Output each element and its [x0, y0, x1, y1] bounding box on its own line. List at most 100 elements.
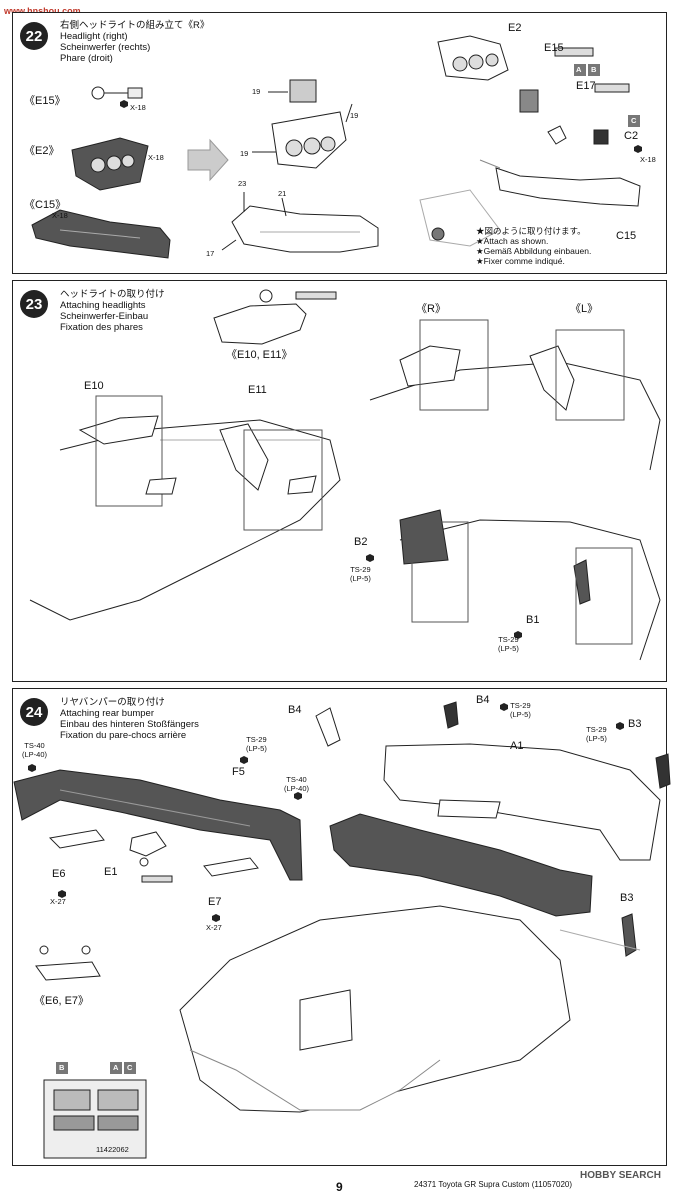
step-23-title-fr: Fixation des phares: [60, 322, 143, 333]
small-parts-24: [35, 829, 259, 981]
note-line-jp: ★図のように取り付けます。: [476, 226, 586, 236]
label-e10: E10: [84, 380, 104, 392]
step-23-title-en: Attaching headlights: [60, 300, 146, 311]
label-e2-left: 《E2》: [24, 145, 60, 157]
paint-ts40-right: TS-40 (LP-40): [284, 775, 310, 793]
step-24-title-de: Einbau des hinteren Stoßfängers: [60, 719, 199, 730]
label-b4-a: B4: [288, 704, 302, 716]
step-22-note: ★図のように取り付けます。 ★Attach as shown. ★Gemäß A…: [476, 226, 591, 266]
label-e17: E17: [576, 80, 596, 92]
label-b2: B2: [354, 536, 368, 548]
car-front-lower-view: [399, 509, 661, 661]
tag-b-24: B: [59, 1063, 65, 1072]
label-e1: E1: [104, 866, 118, 878]
label-x18-a: X-18: [130, 103, 146, 112]
label-n17: 17: [206, 249, 215, 258]
step-22-title-fr: Phare (droit): [60, 53, 113, 64]
step-23-title-jp: ヘッドライトの取り付け: [60, 289, 165, 300]
paint-b2-lp: (LP-5): [350, 573, 371, 583]
label-x27-a: X-27: [50, 897, 66, 906]
step-22-number: 22: [20, 22, 48, 50]
label-c2: C2: [624, 130, 639, 142]
step-24-title: リヤバンパーの取り付け Attaching rear bumper Einbau…: [60, 697, 199, 741]
label-b4-b: B4: [476, 694, 490, 706]
label-x18-c: X-18: [52, 211, 68, 220]
paint-ts29-f5-lp: (LP-5): [246, 743, 267, 753]
label-b1: B1: [526, 614, 540, 626]
paint-ts40-right-lp: (LP-40): [284, 783, 310, 793]
label-r: 《R》: [416, 303, 446, 315]
car-front-left-view: [29, 395, 341, 621]
step-23-title-de: Scheinwerfer-Einbau: [60, 311, 149, 322]
step-24-number: 24: [20, 698, 48, 726]
label-e10-e11: 《E10, E11》: [226, 349, 293, 361]
rear-bumper-upper: [315, 701, 671, 917]
paint-b3-lp: (LP-5): [586, 733, 607, 743]
c15-part-left: [31, 209, 171, 259]
tag-a-24: A: [113, 1063, 119, 1072]
label-e6: E6: [52, 868, 66, 880]
label-n23: 23: [238, 179, 247, 188]
paint-b4-code: TS-29: [510, 701, 531, 710]
label-b3-b: B3: [620, 892, 634, 904]
label-e15: E15: [544, 42, 564, 54]
tag-b-22: B: [591, 65, 597, 74]
paint-b1-code: TS-29: [498, 635, 519, 644]
label-e6-e7: 《E6, E7》: [34, 995, 90, 1007]
watermark-top-text: www.hnshou.com: [4, 6, 81, 16]
headlight-exploded-right: [419, 35, 641, 247]
paint-markers-23: [366, 554, 522, 639]
step-24-title-fr: Fixation du pare-chocs arrière: [60, 730, 187, 741]
e2-part-left: [71, 137, 149, 191]
label-x27-b: X-27: [206, 923, 222, 932]
paint-b3-code: TS-29: [586, 725, 607, 734]
product-code: 24371 Toyota GR Supra Custom (11057020): [414, 1180, 573, 1189]
car-front-right-view: [369, 319, 661, 471]
label-a1: A1: [510, 740, 524, 752]
label-n19a: 19: [252, 87, 261, 96]
step-22-title: 右側ヘッドライトの組み立て《R》 Headlight (right) Schei…: [60, 20, 209, 64]
step-22-title-jp: 右側ヘッドライトの組み立て《R》: [60, 20, 210, 31]
label-f5: F5: [232, 766, 245, 778]
tag-c-24: C: [127, 1063, 133, 1072]
note-line-de: ★Gemäß Abbildung einbauen.: [476, 246, 592, 256]
step-22-title-en: Headlight (right): [60, 31, 128, 42]
paint-b3: TS-29 (LP-5): [586, 725, 607, 743]
decal-sheet: [43, 1079, 147, 1159]
paint-b2-code: TS-29: [350, 565, 371, 574]
headlight-lens-detail: [213, 289, 337, 345]
label-c15: C15: [616, 230, 637, 242]
label-e2: E2: [508, 22, 522, 34]
step-22-flow-arrow: [187, 138, 229, 182]
label-e11: E11: [248, 384, 267, 396]
paint-b2: TS-29 (LP-5): [350, 565, 371, 583]
step-24-title-en: Attaching rear bumper: [60, 708, 154, 719]
paint-b4: TS-29 (LP-5): [510, 701, 531, 719]
car-rear-view: [179, 905, 641, 1113]
label-l: 《L》: [570, 303, 599, 315]
step-24-title-jp: リヤバンパーの取り付け: [60, 697, 165, 708]
label-x18-b: X-18: [148, 153, 164, 162]
paint-b1-lp: (LP-5): [498, 643, 519, 653]
watermark-top: www.hnshou.com: [4, 2, 81, 17]
paint-ts29-f5-code: TS-29: [246, 735, 267, 744]
label-c15-left: 《C15》: [24, 199, 67, 211]
label-b3-a: B3: [628, 718, 642, 730]
paint-ts40-left-code: TS-40: [24, 741, 45, 750]
step-23-number: 23: [20, 290, 48, 318]
decal-code: 11422062: [96, 1145, 129, 1154]
paint-b4-lp: (LP-5): [510, 709, 531, 719]
e15-part-left: [91, 86, 143, 100]
label-x18-d: X-18: [640, 155, 656, 164]
label-e15-left: 《E15》: [24, 95, 66, 107]
f5-diffuser: [13, 769, 303, 881]
paint-ts29-f5: TS-29 (LP-5): [246, 735, 267, 753]
watermark-bottom-text: HOBBY SEARCH: [580, 1170, 661, 1181]
tag-a-22: A: [576, 65, 582, 74]
watermark-bottom: HOBBY SEARCH: [580, 1170, 661, 1181]
note-line-en: ★Attach as shown.: [476, 236, 549, 246]
page-number: 9: [336, 1180, 343, 1194]
tag-squares-24: [56, 1062, 136, 1074]
